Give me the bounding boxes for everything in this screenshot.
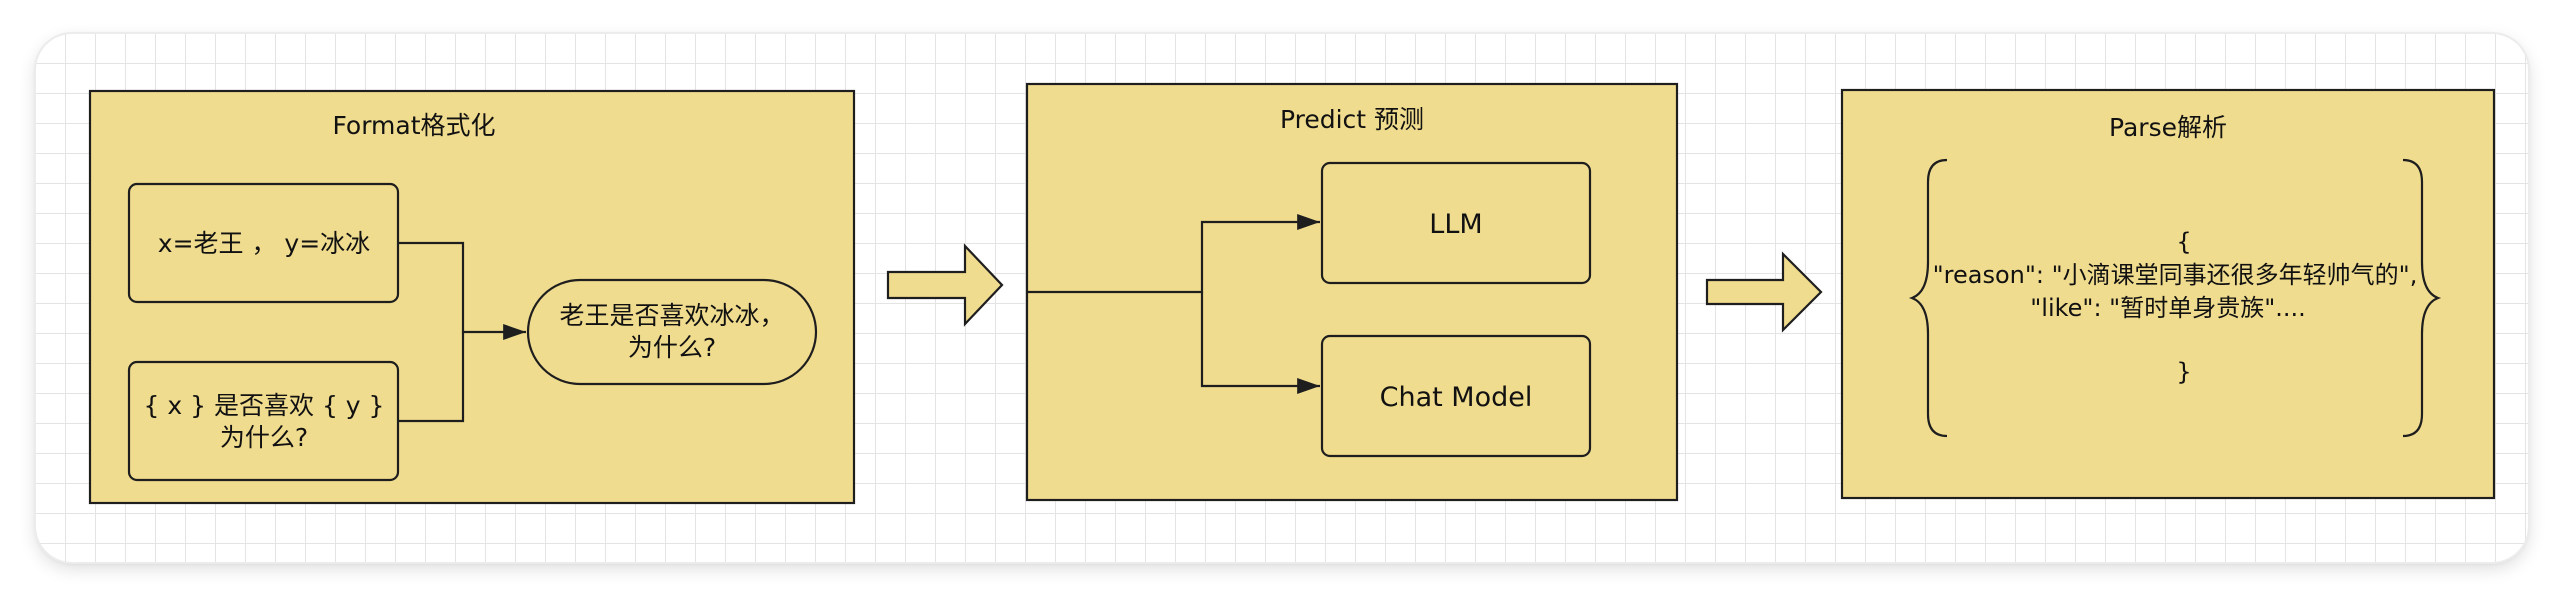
parse-title: Parse解析 bbox=[2109, 113, 2227, 142]
diagram-canvas: Format格式化 x=老王 ， y=冰冰 { x } 是否喜欢 { y } 为… bbox=[36, 34, 2528, 562]
arrow-format-to-predict bbox=[886, 243, 1004, 327]
template-node bbox=[127, 360, 400, 482]
right-curly-brace-shape bbox=[2402, 158, 2442, 438]
edge-variables-to-prompt bbox=[398, 241, 526, 340]
chat-model-text: Chat Model bbox=[1380, 382, 1533, 413]
json-like-line: "like": "暂时单身贵族".... bbox=[2030, 294, 2306, 322]
llm-node bbox=[1320, 161, 1592, 285]
prompt-node bbox=[526, 278, 818, 386]
predict-group: Predict 预测 LLM Chat Model bbox=[1025, 82, 1679, 502]
prompt-text-line1: 老王是否喜欢冰冰， bbox=[559, 301, 784, 330]
edge-template-to-prompt bbox=[398, 332, 465, 423]
left-curly-brace-shape bbox=[1908, 158, 1948, 438]
prompt-text-line2: 为什么? bbox=[628, 333, 716, 362]
edge-input-to-chat-model bbox=[1200, 292, 1321, 394]
chat-model-node bbox=[1320, 334, 1592, 458]
edge-input-to-llm bbox=[1027, 214, 1321, 294]
parse-group: Parse解析 { "reason": "小滴课堂同事还很多年轻帅气的", "l… bbox=[1840, 88, 2496, 500]
diagram-svg: Format格式化 x=老王 ， y=冰冰 { x } 是否喜欢 { y } 为… bbox=[88, 82, 2496, 505]
format-title: Format格式化 bbox=[332, 111, 495, 140]
json-reason-line: "reason": "小滴课堂同事还很多年轻帅气的", bbox=[1933, 261, 2418, 289]
arrow-predict-to-parse bbox=[1705, 251, 1823, 333]
llm-text: LLM bbox=[1429, 209, 1482, 240]
template-text-line2: 为什么? bbox=[220, 423, 308, 452]
format-group: Format格式化 x=老王 ， y=冰冰 { x } 是否喜欢 { y } 为… bbox=[88, 89, 856, 505]
json-brace-close: } bbox=[2176, 358, 2191, 386]
template-text-line1: { x } 是否喜欢 { y } bbox=[144, 391, 385, 420]
json-brace-open: { bbox=[2176, 228, 2191, 256]
variables-text: x=老王 ， y=冰冰 bbox=[158, 229, 370, 258]
predict-title: Predict 预测 bbox=[1280, 105, 1424, 134]
parse-container bbox=[1840, 88, 2496, 500]
